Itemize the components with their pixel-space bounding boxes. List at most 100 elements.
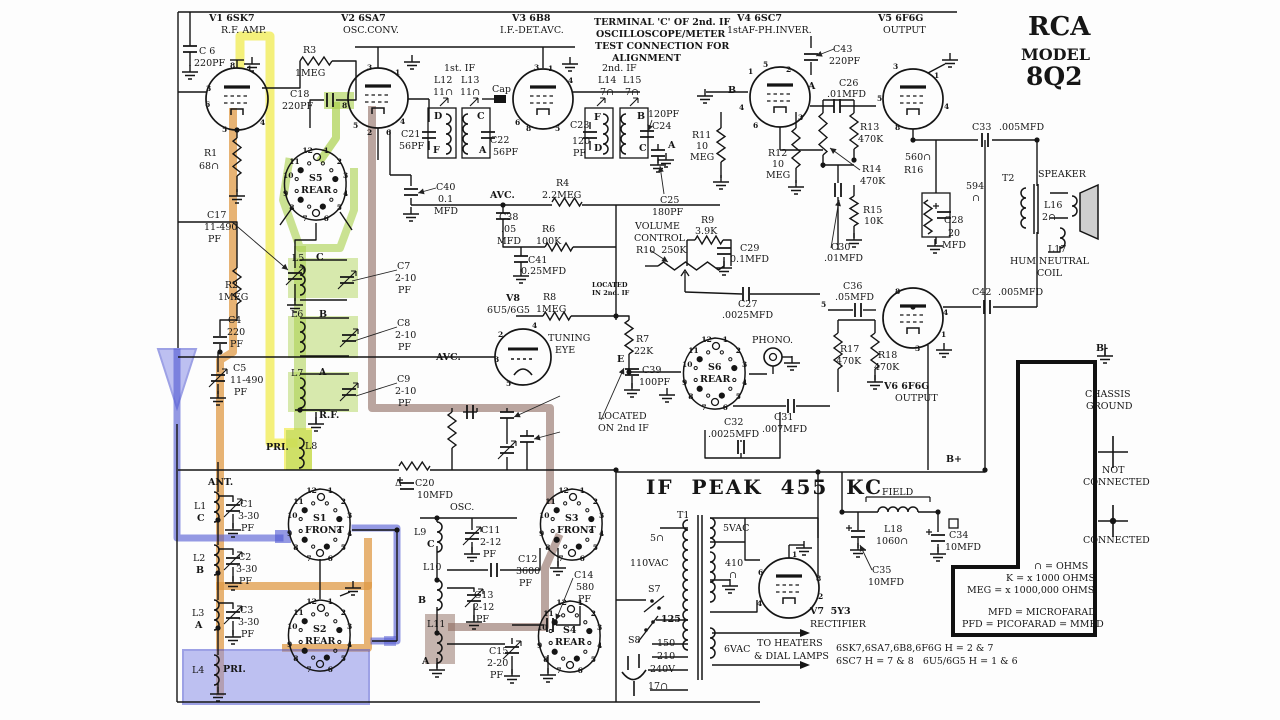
switch-s2-contact [323,654,330,661]
capacitor-c4 [213,336,227,344]
switch-s6-contact [693,365,698,371]
switch-s3-contact [576,501,581,506]
capacitor-c6 [183,45,197,53]
resistor-r4 [551,196,583,208]
switch-s3-contact [588,515,595,523]
junction-dot [613,313,619,319]
switch-s3-contact [575,543,582,550]
highlight-brown-l11-box [425,614,455,664]
leader-arrow-head [514,411,521,418]
junction-dot [234,127,240,133]
legend-not-connected-icon [1098,436,1128,468]
resistor-r5 [398,460,431,472]
capacitor-c21 [422,131,436,139]
switch-s4-contact [573,655,580,662]
switch-s1-contact [336,515,343,523]
switch-s1-contact [337,528,342,534]
ground-icon [225,630,241,645]
ground-icon [796,541,812,556]
switch-s5-contact [307,161,312,166]
ground-icon [722,579,738,594]
switch-s5-contact [307,204,312,209]
junction-dot [626,369,632,375]
wire [219,304,238,336]
t2-core-icon [1033,184,1039,234]
plus-icon [397,477,403,483]
coil-l9 [436,521,443,553]
wire [279,207,293,226]
capacitor-c18 [326,93,334,107]
ground-icon [244,57,260,72]
tube-v2-grids [365,94,391,103]
capacitor-c11 [465,532,479,540]
capacitor-c42 [983,300,991,314]
wire [218,602,234,609]
switch-s5-contact [333,188,338,194]
switch-s3-contact [550,516,555,522]
switch-s2-contact [311,655,316,660]
wire [262,61,301,89]
leader-arrow-head [618,368,625,375]
switch-s2-pivot [315,659,325,669]
wire [500,548,541,571]
junction-dot [217,349,223,355]
heater-arrow-head [800,629,810,637]
heater-arrow-head [800,661,810,669]
tube-v2 [347,67,409,129]
capacitor-c7-arrow [337,270,357,290]
switch-s2-contact [311,612,316,617]
switch-s4-contact [583,649,588,654]
switch-s5-contact [329,197,334,202]
tube-v5-grids [900,95,926,104]
s7-contact [657,606,661,610]
s7-contact [650,599,654,603]
ground-icon [784,356,800,371]
switch-s2-contact [298,639,303,645]
tube-v1-cathode [230,108,244,115]
wire [294,223,317,268]
switch-s4-contact [548,628,553,634]
leader-line [231,221,289,271]
resistor-r15 [848,195,860,227]
capacitor-c8 [342,334,356,342]
coil-l2 [213,544,220,576]
capacitor-c24 [640,130,654,138]
junction-dot [297,407,303,413]
leader-arrow-head [647,124,653,131]
ground-icon [308,417,324,432]
wire [704,412,781,459]
switch-s2-contact [301,647,308,654]
tube-v6-grids [900,314,926,323]
resistor-r13 [848,112,860,150]
trimmer-arrow-icon [629,97,639,107]
switch-s6-pivot [710,397,720,407]
junction-dot [434,577,440,583]
capacitor-c35 [851,530,865,538]
ground-icon [562,57,578,72]
leader-arrow-head [534,434,541,441]
ground-icon [658,153,674,168]
ground-icon [624,383,640,398]
l17-coil [1059,227,1066,249]
wire [760,517,819,538]
capacitor-c27 [742,287,750,301]
junction-dot [215,517,221,523]
ground-icon [403,207,419,222]
ground-icon [429,663,445,678]
switch-s5-pivot [311,208,321,218]
wire [447,587,475,592]
junction-dot [910,137,916,143]
ground-icon [930,547,946,562]
wire [502,232,545,248]
switch-s6-contact [728,357,733,362]
switch-s4-pivot [565,660,575,670]
switch-s4-contact [561,613,566,618]
coil-l3 [213,599,220,631]
switch-s3-contact [553,536,560,543]
trimmer-arrow-icon [469,97,479,107]
tube-v4 [749,66,811,128]
wire [616,315,630,320]
highlight-green-l6 [288,316,358,358]
capacitor-c16 [520,435,534,443]
